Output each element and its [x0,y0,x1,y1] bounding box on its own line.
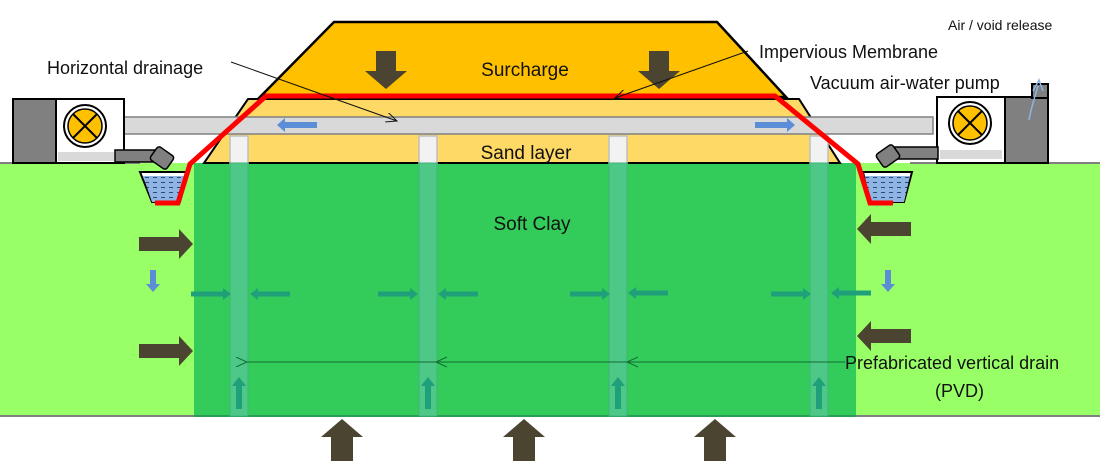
seepage-arrow-icon [146,270,160,292]
lateral-pressure-arrow-icon [857,214,911,244]
soft-clay-layer [194,163,856,416]
pvd-upward-flow-arrow-icon [812,377,826,409]
pump-base-right [940,150,1002,159]
sand-layer-label: Sand layer [481,143,573,164]
fan-blade [957,110,983,136]
pvd-upward-flow-arrow-icon [611,377,625,409]
vacuum-pump-left [12,98,175,170]
radial-flow-arrow-icon [438,288,478,300]
pump-motor-right [1004,96,1049,164]
pvd-group [229,135,829,417]
pressure-arrows [139,51,911,461]
bottom-pressure-arrow-icon [503,419,545,461]
vacuum-pump-right [875,78,1049,168]
pump-motor-left [12,98,57,164]
pump-base-left [58,152,114,161]
pvd-upward-flow-arrow-icon [232,377,246,409]
bottom-pressure-arrow-icon [694,419,736,461]
pvd-drain [809,162,829,417]
pvd-top [608,135,628,165]
air-release-label: Air / void release [948,17,1052,33]
pvd-leader-tick [625,356,639,368]
horizontal-drainage-label: Horizontal drainage [47,58,203,78]
bottom-pressure-arrow-icon [321,419,363,461]
trench-water-right [865,176,910,202]
pvd-drain [608,162,628,417]
pump-nozzle-right [875,144,901,168]
ground-right [855,163,1100,416]
fan-blade [72,113,98,139]
radial-flow-arrow-icon [831,287,871,299]
surcharge-label: Surcharge [481,60,569,81]
pvd-upward-flow-arrow-icon [421,377,435,409]
pvd-label-line1: Prefabricated vertical drain [845,353,1059,373]
pvd-drain [229,162,249,417]
air-release-arrow-icon [1028,85,1039,121]
radial-flow-arrow-icon [378,288,418,300]
pvd-leader-tick [434,356,448,368]
surcharge-load-arrow-icon [365,51,407,89]
flow-arrows [146,118,895,409]
surcharge-load-arrow-icon [638,51,680,89]
horizontal-drainage-leader [230,61,397,121]
pvd-drain [418,162,438,417]
lateral-pressure-arrow-icon [139,229,193,259]
lateral-pressure-arrow-icon [857,321,911,351]
vacuum-pump-label: Vacuum air-water pump [810,73,1000,93]
radial-flow-arrow-icon [628,287,668,299]
pvd-top [418,135,438,165]
radial-flow-arrow-icon [250,288,290,300]
pump-outlet-pipe-right [894,146,939,160]
radial-flow-arrow-icon [191,288,231,300]
impervious-membrane-leader [615,50,749,98]
trench-water-left [143,176,186,202]
pvd-label-line2: (PVD) [935,381,984,401]
air-release-arrowhead-icon [1032,78,1044,92]
seepage-arrow-icon [881,270,895,292]
pvd-top [229,135,249,165]
pipe-flow-arrow-icon [755,118,795,132]
pump-nozzle-left [149,146,175,170]
pipe-flow-arrow-icon [277,118,317,132]
impervious-membrane [155,93,893,206]
lateral-pressure-arrow-icon [139,336,193,366]
impervious-membrane-label: Impervious Membrane [759,42,938,62]
radial-flow-arrow-icon [570,288,610,300]
radial-flow-arrow-icon [771,288,811,300]
soft-clay-label: Soft Clay [493,214,571,235]
